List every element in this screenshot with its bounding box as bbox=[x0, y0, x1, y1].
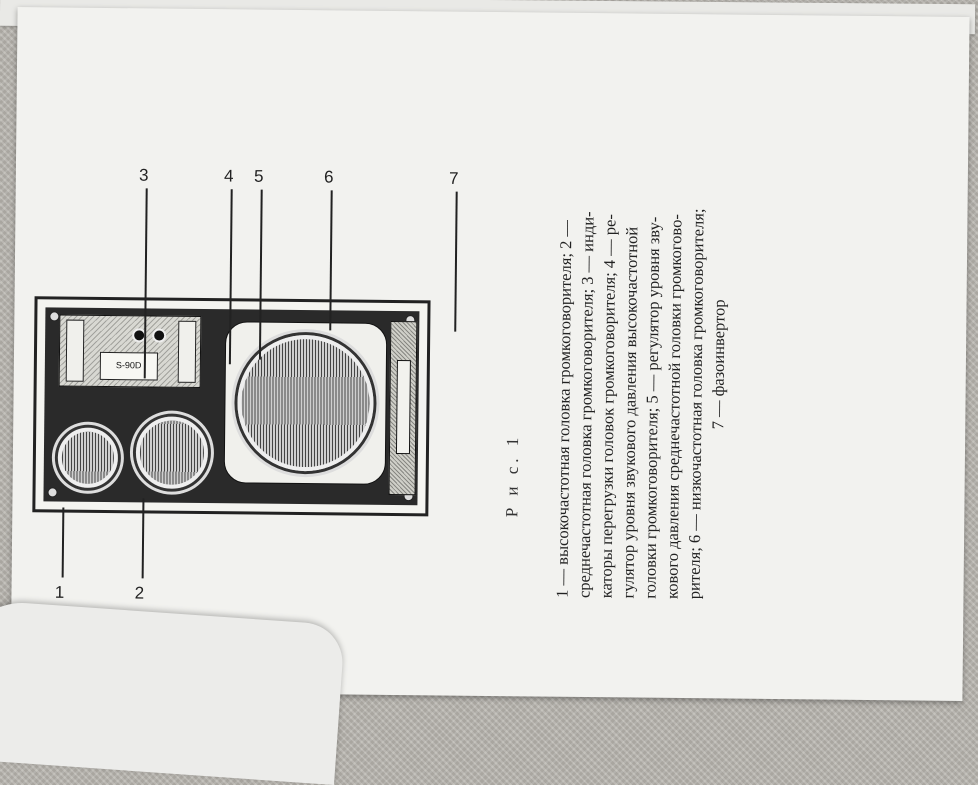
figure-label: Р и с. 1 bbox=[502, 433, 523, 518]
document-page: S-90D 1 2 3 4 5 6 bbox=[10, 7, 970, 701]
callout-3: 3 bbox=[139, 165, 149, 185]
callout-line-7 bbox=[454, 191, 458, 332]
caption-line: 7 — фазоинвертор bbox=[708, 299, 729, 430]
callout-1: 1 bbox=[54, 582, 65, 602]
callout-2: 2 bbox=[134, 583, 145, 603]
callout-6: 6 bbox=[324, 167, 334, 187]
figure-group: S-90D 1 2 3 4 5 6 bbox=[0, 106, 978, 603]
callout-4: 4 bbox=[224, 166, 234, 186]
screw bbox=[49, 311, 60, 322]
figure-caption: 1 — высокочастотная головка громкоговори… bbox=[551, 128, 732, 600]
woofer-grille bbox=[236, 334, 375, 472]
bass-reflex-port bbox=[388, 320, 418, 496]
woofer-frame bbox=[223, 321, 388, 485]
level-knob-mf bbox=[152, 328, 167, 343]
midrange-grille bbox=[135, 416, 209, 490]
model-badge: S-90D bbox=[99, 351, 158, 381]
foreground-sheet bbox=[0, 598, 346, 785]
tweeter-grille bbox=[57, 427, 119, 489]
control-panel: S-90D bbox=[58, 314, 202, 388]
callout-line-1 bbox=[61, 507, 64, 578]
callout-7: 7 bbox=[449, 168, 459, 188]
screw bbox=[47, 487, 58, 498]
callout-5: 5 bbox=[254, 166, 264, 186]
speaker-drawing: S-90D bbox=[32, 296, 431, 517]
callout-line-2 bbox=[141, 498, 144, 579]
